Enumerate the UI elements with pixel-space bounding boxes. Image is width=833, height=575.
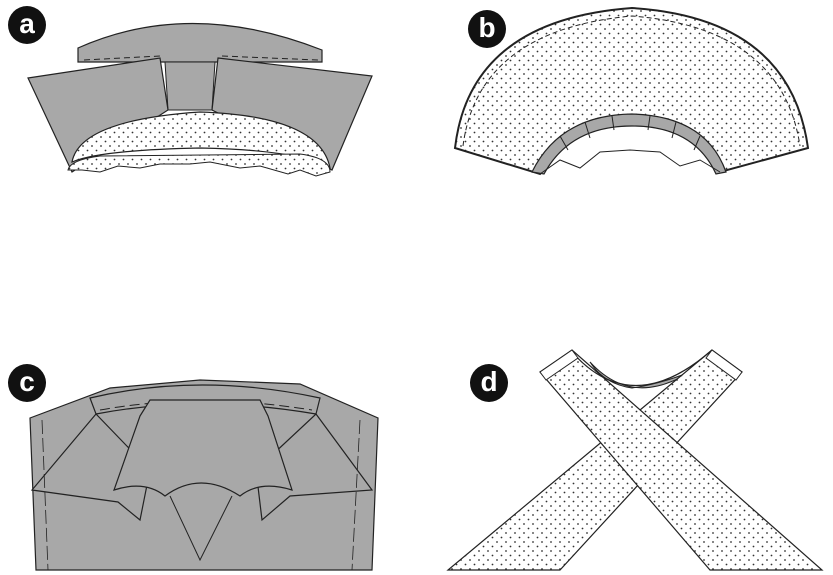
panel-c-label: c	[8, 364, 46, 402]
notched-lower-edge	[68, 154, 330, 176]
panel-b-drawing	[455, 8, 808, 174]
collar-stand	[78, 23, 322, 62]
large-dotted-fan	[455, 8, 808, 174]
panel-b-label: b	[468, 10, 506, 48]
panel-a-drawing	[28, 23, 372, 176]
panel-a-label: a	[8, 6, 46, 44]
panel-d-label: d	[470, 364, 508, 402]
back-neck-piece	[165, 62, 215, 110]
center-collar	[114, 400, 292, 496]
panel-c-drawing	[30, 380, 378, 570]
